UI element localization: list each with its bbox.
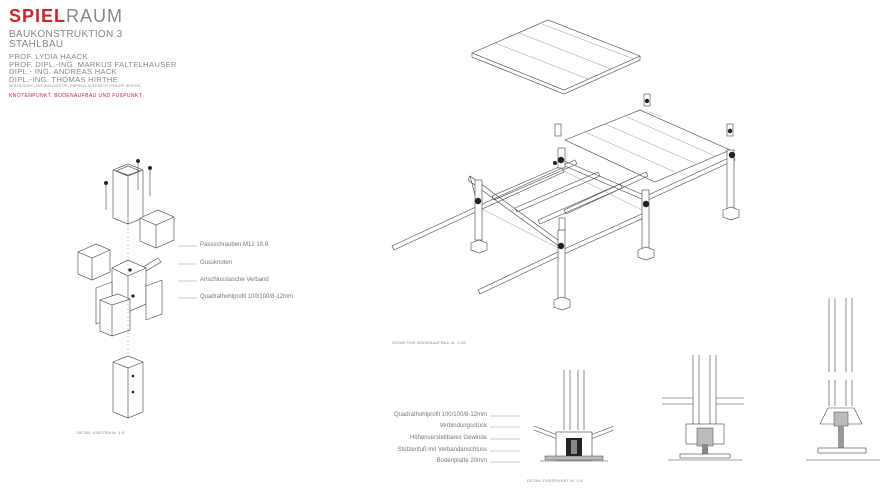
person-1: PROF. LYDIA HAACK [9, 52, 88, 61]
person-2: PROF. DIPL.-ING. MARKUS FALTELHAUSER [9, 59, 177, 69]
label-column-foot: Stützenfuß mit Verbandanschluss [397, 447, 487, 453]
foot-detail-2 [662, 355, 744, 461]
person-3: DIPL.- ING. ANDREAS HACK [9, 67, 118, 76]
caption-node-detail: DETAIL KNOTEN M. 1:5 [77, 430, 125, 435]
logo: SPIELRAUM [9, 6, 123, 27]
label-foot-hollow-profile: Quadrathohlprofil 100/100/8-12mm [393, 412, 487, 418]
label-hollow-profile: Quadrathohlprofil 100/100/8-12mm [200, 294, 294, 300]
isometric-floor-drawing [391, 19, 740, 311]
label-connector: Verbindungsstück [439, 423, 487, 429]
caption-foot-detail: DETAIL FUSSPUNKT M. 1:5 [527, 478, 583, 483]
label-adjustable-thread: Höhenverstellbares Gewinde [409, 435, 487, 441]
sheet-subtitle: KNOTENPUNKT, BODENAUFBAU UND FUßPUNKT [9, 93, 143, 99]
course-subtitle: STAHLBAU [9, 39, 64, 50]
label-base-plate: Bodenplatte 20mm [436, 458, 487, 464]
label-bracing-plate: Anschlusslasche Verband [200, 277, 269, 283]
foot-detail-1 [533, 370, 615, 462]
caption-isometric: ISOMETRIE BODENAUFBAU M. 1:25 [392, 340, 466, 345]
label-fitted-bolts: Passschrauben M12 10.9 [200, 242, 269, 248]
logo-bold: SPIEL [9, 6, 67, 26]
label-cast-node: Gussknoten [200, 260, 233, 266]
logo-light: RAUM [66, 6, 124, 26]
foot-detail-leaders [490, 415, 520, 463]
course-title: BAUKONSTRUKTION 3 [9, 29, 123, 40]
foot-detail-3 [806, 298, 880, 461]
student-names: SERAN GUEN | ANTONIA DARTOR | RAPHAEL AU… [9, 84, 142, 88]
node-detail-drawing [77, 158, 197, 419]
person-4: DIPL.-ING. THOMAS HIRTHE [9, 74, 119, 84]
